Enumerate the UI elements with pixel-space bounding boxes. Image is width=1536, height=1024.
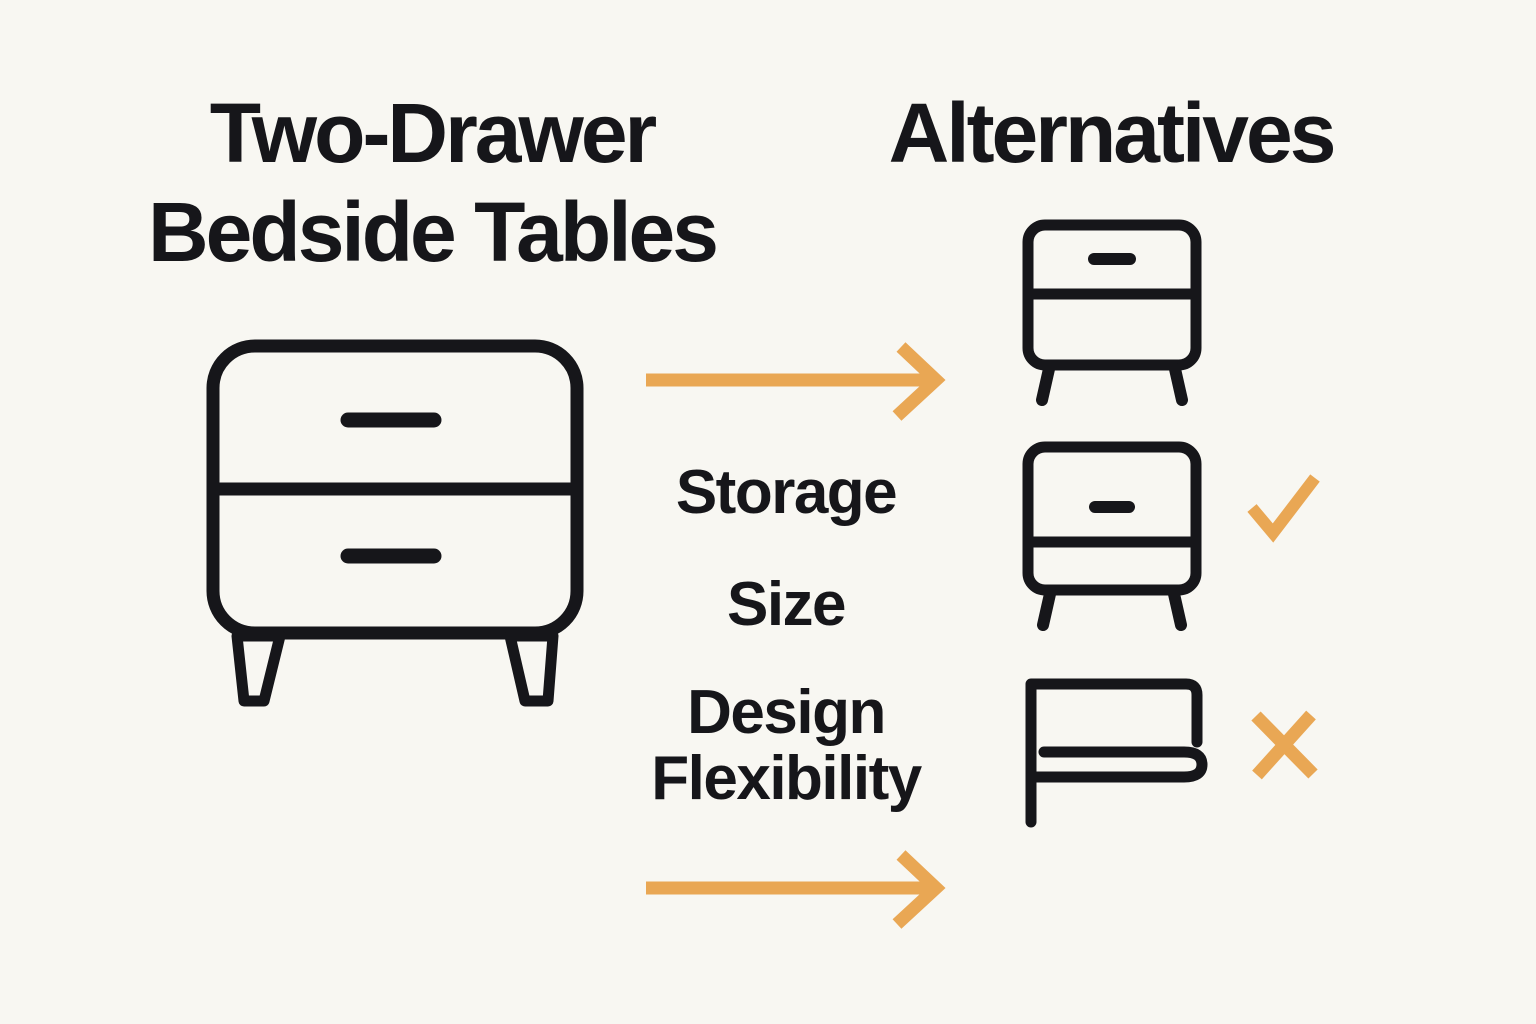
right-title: Alternatives bbox=[888, 86, 1337, 180]
left-title: Two-Drawer Bedside Tables bbox=[112, 84, 752, 282]
arrow-right-icon bbox=[646, 342, 946, 421]
left-title-line1: Two-Drawer bbox=[209, 86, 658, 180]
bed-frame-icon bbox=[1025, 678, 1208, 828]
check-icon bbox=[1247, 474, 1320, 543]
two-drawer-nightstand-icon bbox=[1022, 219, 1202, 406]
nightstand-with-drawer-and-shelf-icon bbox=[1022, 441, 1202, 631]
two-drawer-bedside-table-icon bbox=[206, 339, 584, 707]
x-icon bbox=[1251, 710, 1318, 780]
criterion-design-flexibility: Design Flexibility bbox=[651, 678, 922, 813]
arrow-right-icon bbox=[646, 850, 946, 929]
criterion-size: Size bbox=[726, 570, 847, 639]
left-title-line2: Bedside Tables bbox=[148, 185, 719, 279]
criterion-storage: Storage bbox=[675, 458, 898, 527]
